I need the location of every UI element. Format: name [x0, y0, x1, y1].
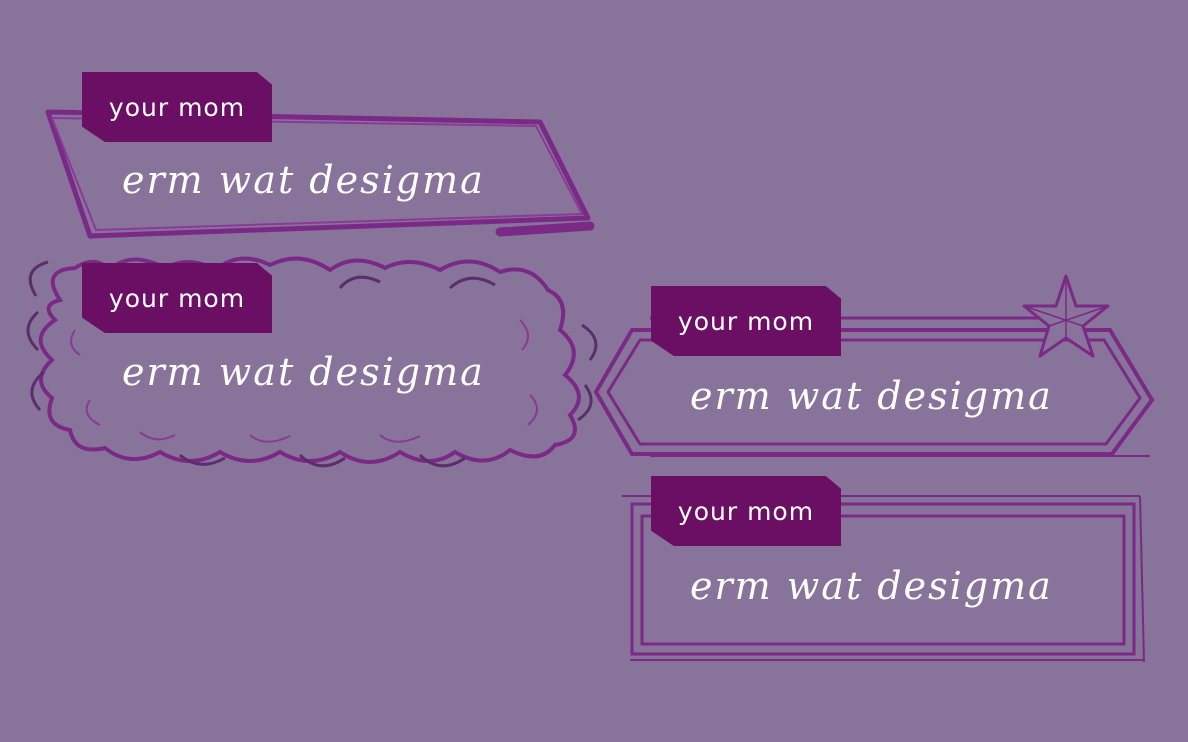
dialog-text: erm wat desigma — [690, 564, 1053, 608]
dialog-text: erm wat desigma — [690, 374, 1053, 418]
speaker-nametag: your mom — [82, 72, 272, 142]
dialog-text: erm wat desigma — [122, 350, 485, 394]
dialog-text: erm wat desigma — [122, 158, 485, 202]
speaker-nametag: your mom — [82, 263, 272, 333]
speaker-nametag: your mom — [651, 476, 841, 546]
speaker-nametag: your mom — [651, 286, 841, 356]
star-icon — [1022, 274, 1110, 358]
